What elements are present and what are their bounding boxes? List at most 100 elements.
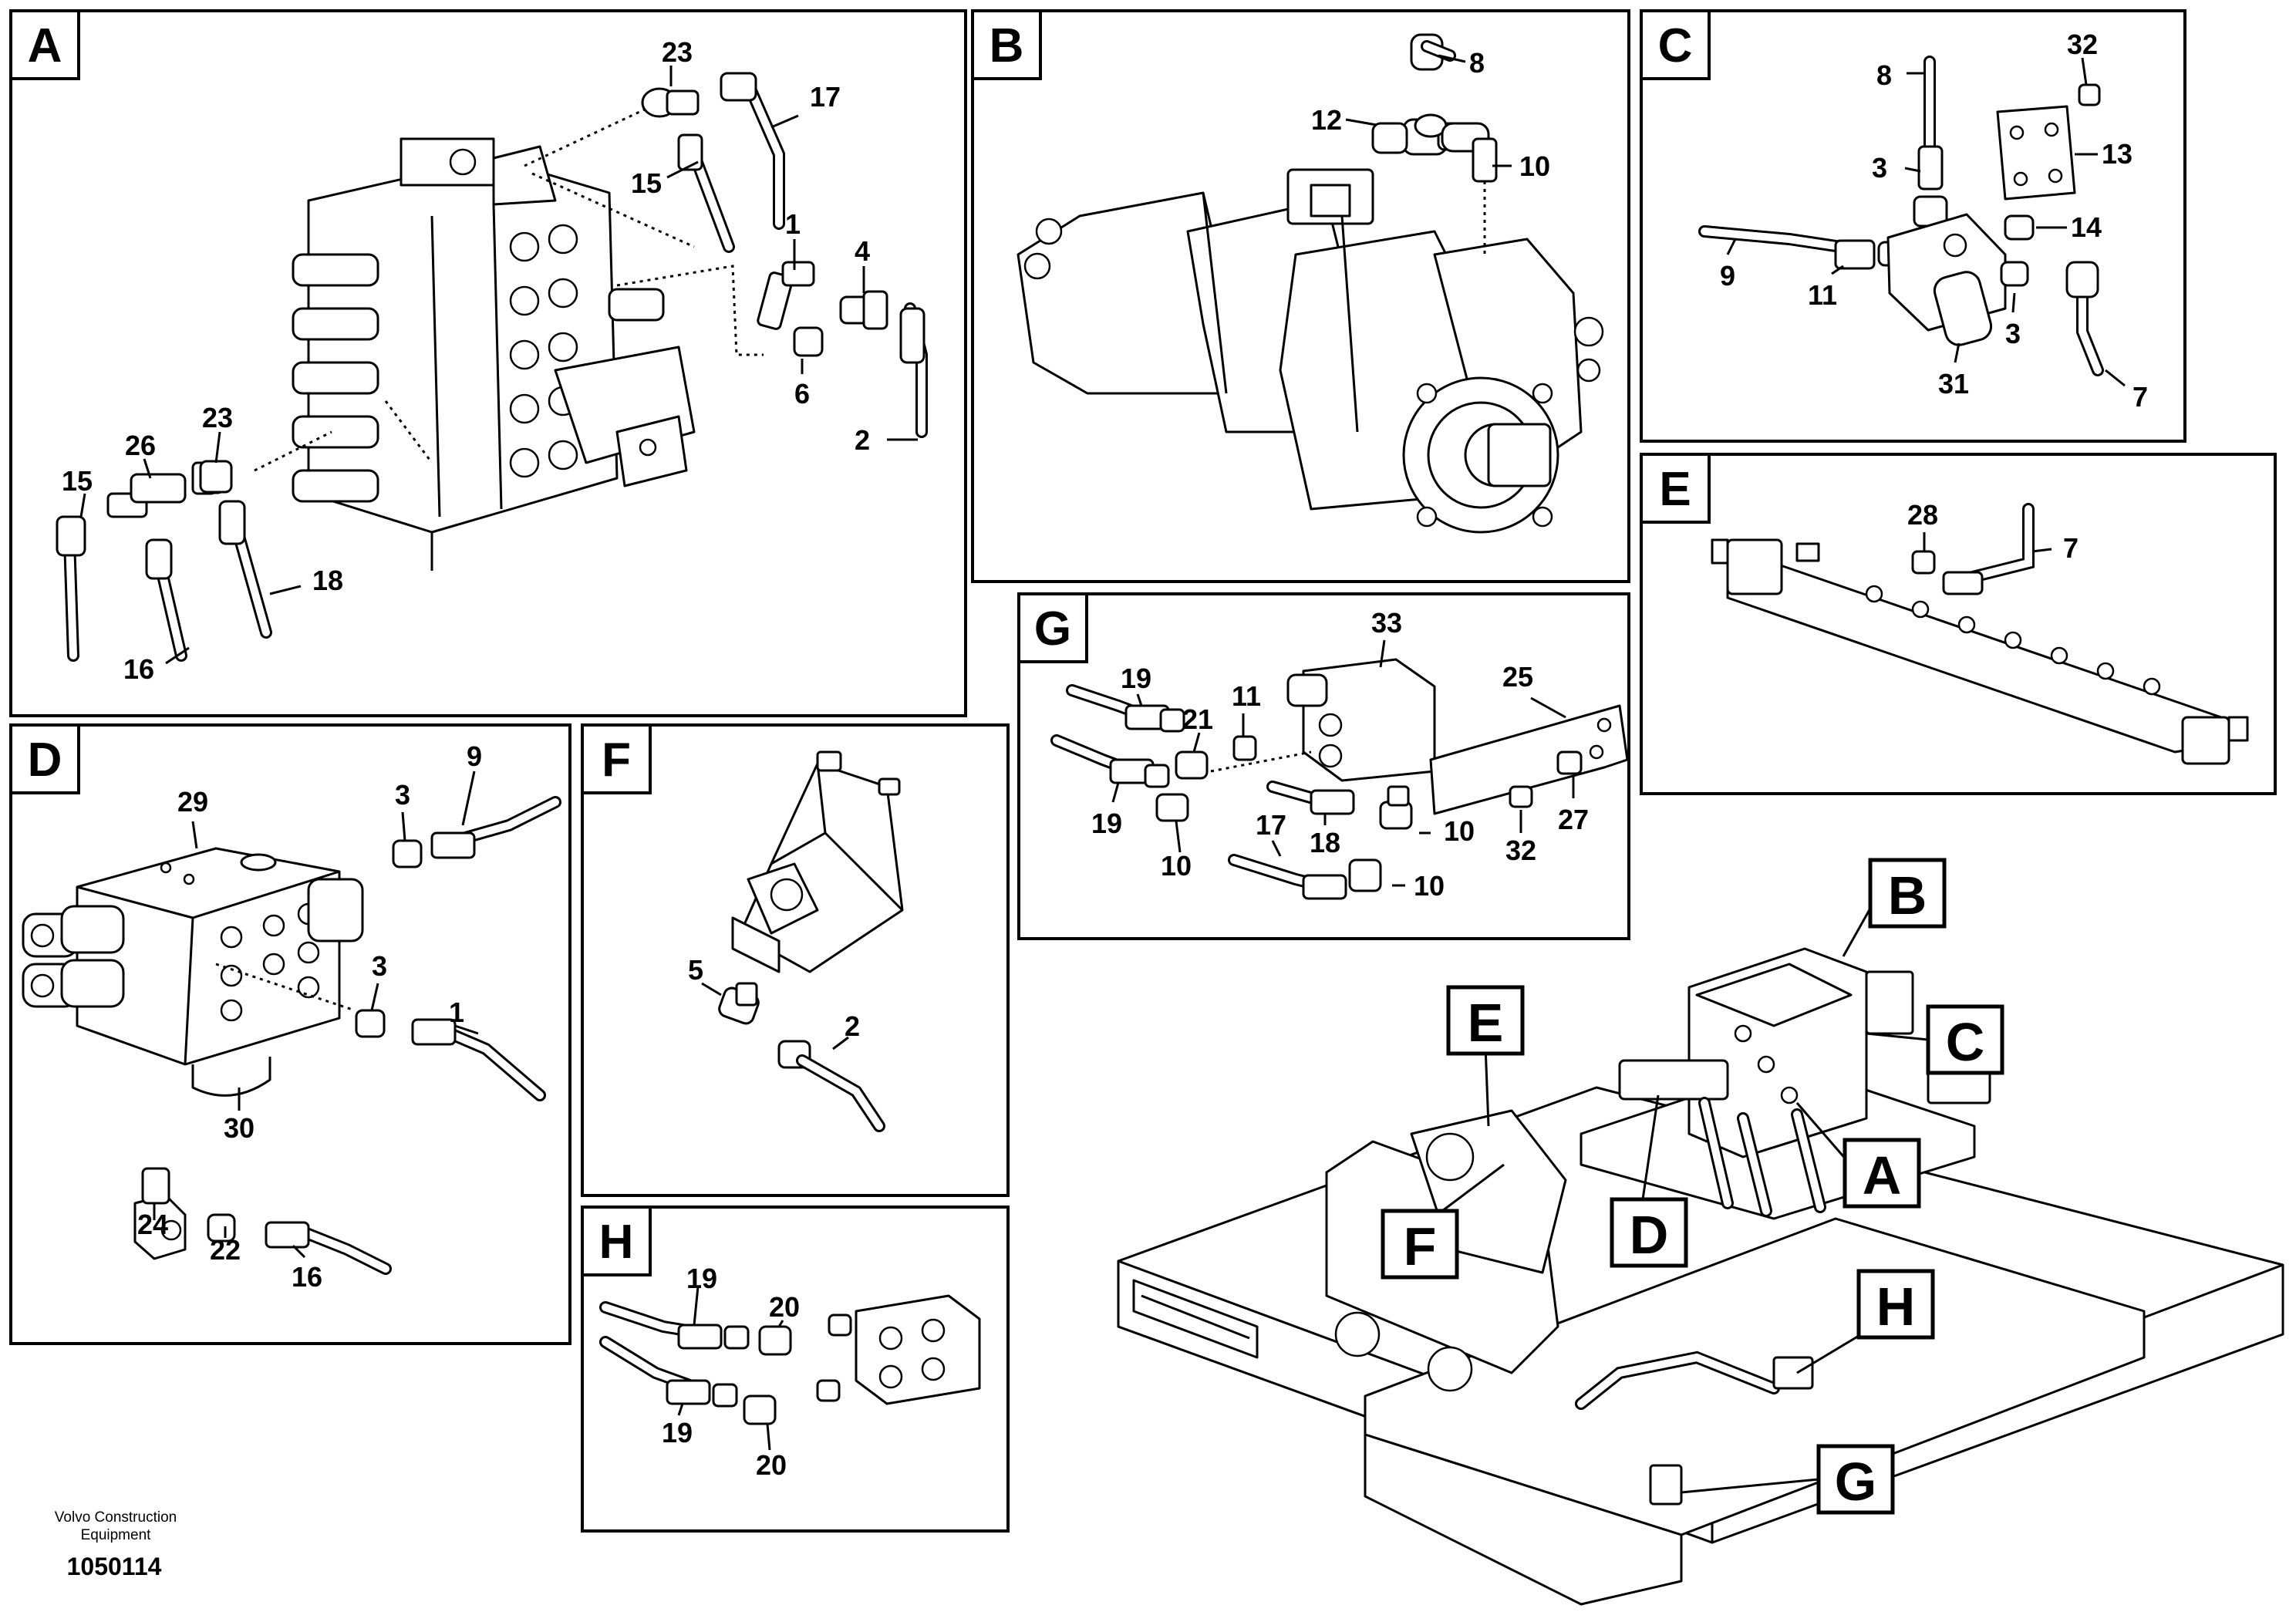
panel-c: C — [1640, 9, 2186, 443]
part-number: 4 — [855, 235, 870, 267]
part-number: 24 — [137, 1209, 168, 1240]
part-number: 33 — [1371, 607, 1402, 639]
part-number: 9 — [1720, 260, 1735, 292]
part-number: 3 — [395, 779, 410, 811]
panel-g: G — [1017, 592, 1630, 940]
panel-h-drawing — [599, 1294, 981, 1425]
part-number: 26 — [125, 430, 156, 461]
part-number: 15 — [62, 465, 93, 497]
panel-g-drawing — [1050, 658, 1629, 900]
part-number: 16 — [123, 653, 154, 685]
part-number: 12 — [1311, 104, 1342, 136]
panel-c-part-numbers: 32 8 13 3 14 9 11 3 31 7 — [1720, 29, 2148, 413]
panel-d-letter: D — [28, 733, 62, 787]
part-number: 23 — [202, 402, 233, 433]
panel-f-letter: F — [602, 733, 631, 787]
panel-a-letter: A — [28, 19, 62, 73]
callout-c: C — [1946, 1012, 1985, 1072]
footer: Volvo Construction Equipment 1050114 — [55, 1509, 177, 1580]
part-number: 13 — [2102, 138, 2132, 170]
part-number: 25 — [1502, 661, 1533, 693]
part-number: 27 — [1558, 804, 1589, 835]
part-number: 1 — [449, 996, 464, 1028]
panel-b-fittings — [1371, 33, 1498, 255]
panel-a-fittings — [56, 72, 928, 662]
panel-c-letter: C — [1658, 19, 1693, 73]
callout-box-a — [1843, 1138, 1921, 1209]
callout-box-b — [1868, 858, 1947, 929]
panel-e: E 28 7 — [1640, 453, 2277, 795]
panel-b-leaders — [1345, 54, 1512, 167]
callout-box-c — [1926, 1004, 2004, 1075]
callout-box-f — [1381, 1209, 1459, 1280]
part-number: 19 — [1121, 663, 1151, 694]
part-number: 8 — [1469, 47, 1485, 79]
part-number: 20 — [756, 1449, 787, 1481]
company-name-line2: Equipment — [81, 1527, 152, 1543]
part-number: 3 — [372, 950, 387, 982]
panel-g-leaders — [1111, 639, 1575, 887]
part-number: 8 — [1876, 59, 1892, 91]
panel-a-part-numbers: 23 17 15 1 4 6 2 26 23 15 16 18 — [62, 36, 870, 685]
panel-f: F 5 2 — [581, 723, 1010, 1197]
panel-e-part-numbers: 28 7 — [1907, 499, 2079, 564]
manifold-rail-drawing — [1711, 503, 2249, 765]
panel-h-leaders — [677, 1286, 784, 1451]
part-number: 18 — [1310, 827, 1340, 858]
part-number: 3 — [1872, 152, 1887, 184]
part-number: 22 — [210, 1234, 241, 1266]
callout-box-g — [1816, 1444, 1895, 1515]
panel-e-letter: E — [1659, 463, 1691, 516]
panel-f-fittings — [718, 982, 885, 1132]
part-number: 9 — [467, 740, 482, 772]
panel-f-part-numbers: 5 2 — [688, 954, 860, 1042]
callout-h: H — [1876, 1276, 1916, 1337]
part-number: 11 — [1232, 680, 1261, 712]
hydraulic-pump-drawing — [1017, 168, 1604, 534]
part-number: 6 — [794, 378, 810, 410]
part-number: 17 — [1256, 809, 1286, 841]
callout-box-e — [1446, 985, 1525, 1056]
panel-h-part-numbers: 19 20 19 20 — [662, 1263, 800, 1481]
machine-frame-overview — [1117, 947, 2284, 1606]
part-number: 10 — [1161, 850, 1192, 882]
panel-c-drawing — [1698, 56, 2104, 376]
part-number: 28 — [1907, 499, 1938, 531]
part-number: 32 — [1505, 835, 1536, 866]
callout-a: A — [1863, 1145, 1902, 1206]
panel-b-letter: B — [990, 19, 1024, 73]
part-number: 5 — [688, 954, 703, 986]
callout-b: B — [1888, 865, 1927, 926]
part-number: 20 — [769, 1291, 800, 1323]
panel-g-part-numbers: 33 19 11 21 25 19 10 17 18 10 32 27 10 1… — [1091, 607, 1589, 902]
part-number: 14 — [2071, 211, 2102, 243]
part-number: 15 — [631, 167, 662, 199]
panel-b-part-numbers: 8 12 10 — [1311, 47, 1550, 182]
panel-h: H 19 20 19 20 — [581, 1206, 1010, 1533]
panel-c-leaders — [1726, 57, 2126, 387]
part-number: 10 — [1444, 815, 1475, 847]
valve-block-drawing — [22, 847, 364, 1097]
panel-b: B — [971, 9, 1630, 583]
part-number: 17 — [810, 81, 841, 113]
panel-g-letter: G — [1034, 602, 1071, 656]
callout-box-h — [1856, 1269, 1935, 1340]
part-number: 3 — [2005, 318, 2021, 349]
panel-a-leaders — [79, 66, 918, 665]
panel-d-part-numbers: 29 3 9 3 1 30 24 22 16 — [137, 740, 482, 1293]
callout-g: G — [1835, 1452, 1876, 1512]
panel-f-leaders — [701, 982, 849, 1050]
panel-d-leaders — [153, 771, 479, 1259]
part-number: 10 — [1414, 870, 1445, 902]
part-number: 2 — [855, 424, 870, 456]
part-number: 32 — [2067, 29, 2098, 60]
part-number: 21 — [1182, 703, 1213, 735]
part-number: 31 — [1938, 368, 1969, 400]
part-number: 16 — [292, 1261, 322, 1293]
part-number: 10 — [1519, 150, 1550, 182]
part-number: 19 — [686, 1263, 717, 1294]
panel-d: D — [9, 723, 571, 1345]
callout-d: D — [1630, 1205, 1669, 1265]
panel-h-letter: H — [599, 1216, 634, 1269]
